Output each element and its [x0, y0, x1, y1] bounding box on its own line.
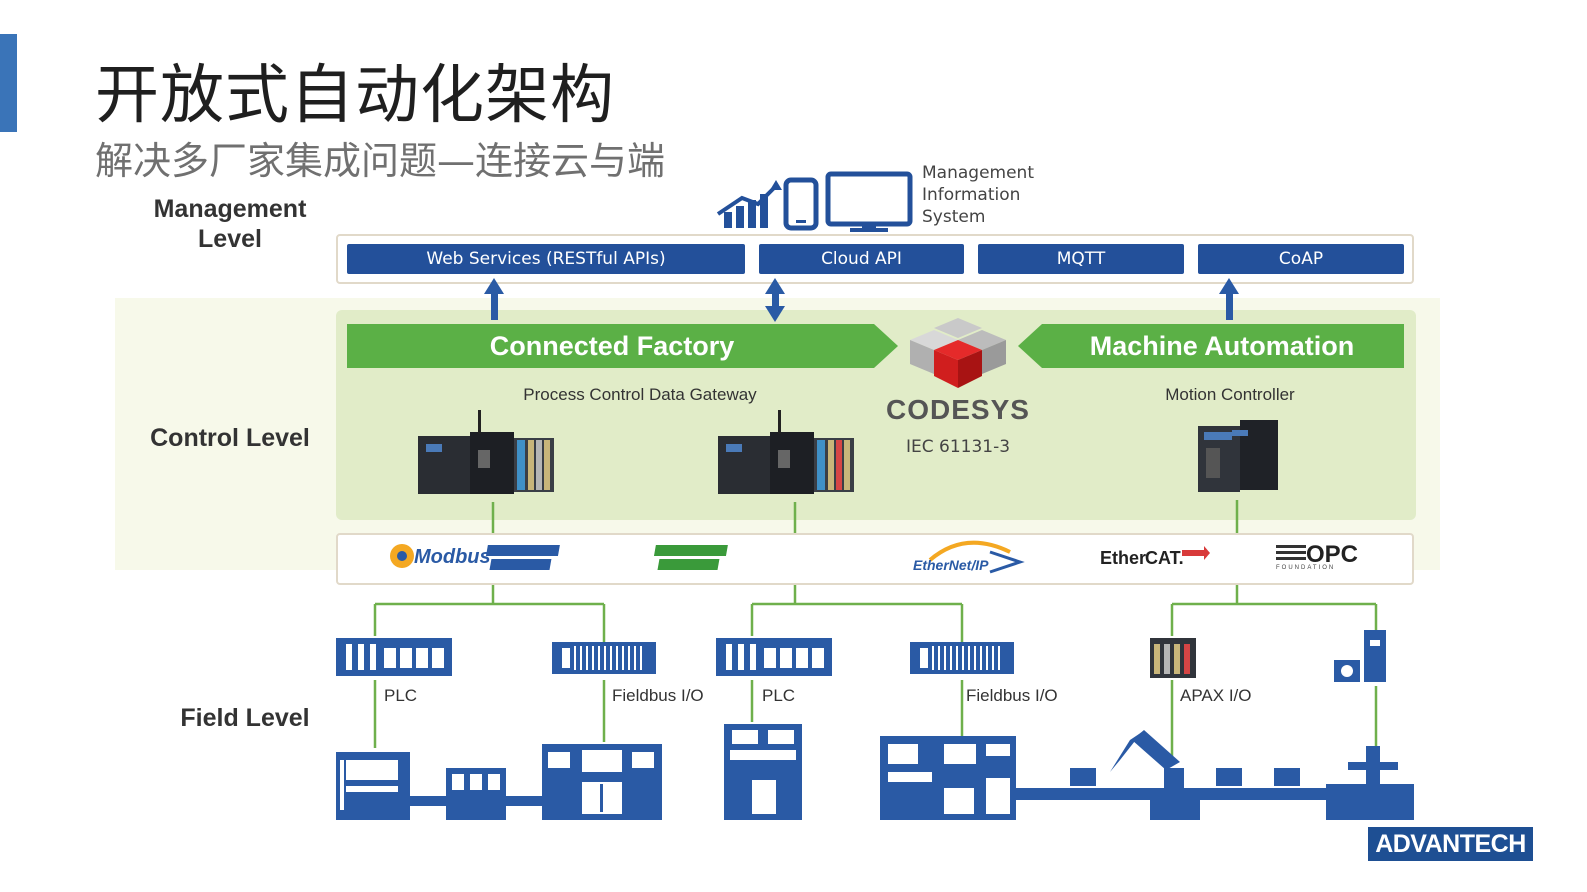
- gateway-caption: Process Control Data Gateway: [523, 385, 757, 404]
- machine-2: [542, 744, 662, 820]
- profinet-logo-bottom: NET: [772, 557, 801, 568]
- drive-module-icon: [1334, 630, 1386, 682]
- plc-icon-1: [336, 638, 452, 676]
- fieldbus-io-icon-1: [552, 642, 656, 674]
- plc-icon-2: [716, 638, 832, 676]
- protocol-coap: CoAP: [1198, 244, 1404, 274]
- protocol-web-services: Web Services (RESTful APIs): [347, 244, 745, 274]
- field-device-fieldbus-io-1: Fieldbus I/O: [612, 686, 704, 705]
- monitor-icon: [825, 171, 913, 232]
- field-device-plc-1: PLC: [384, 686, 418, 705]
- robot-arm-icon: [1110, 730, 1200, 820]
- management-level-label: Management Level: [153, 195, 307, 253]
- fieldbus-io-icon-2: [910, 642, 1014, 674]
- machine-4: [880, 736, 1016, 820]
- opc-foundation-text: FOUNDATION: [1276, 565, 1336, 571]
- slide-title: 开放式自动化架构: [95, 59, 615, 133]
- bar-chart-icon: [716, 180, 782, 228]
- apax-io-device: [1150, 638, 1196, 678]
- machine-automation-label: Machine Automation: [1089, 331, 1355, 361]
- machine-3: [724, 724, 802, 820]
- machine-1: [336, 752, 410, 820]
- conveyor-belt: [1016, 768, 1326, 800]
- modbus-logo: Modbus: [414, 546, 491, 568]
- field-level-label: Field Level: [180, 704, 310, 732]
- ethercat-logo-ether: Ether: [1100, 548, 1147, 568]
- profinet-logo-top: PROFI: [762, 543, 808, 554]
- field-device-plc-2: PLC: [762, 686, 796, 705]
- conveyor-1: [410, 768, 542, 820]
- robot-arm-right-icon: [1326, 746, 1414, 820]
- fieldbus-frame: [336, 533, 1414, 585]
- advantech-logo: ADVANTECH: [1368, 827, 1533, 861]
- title-accent-bar: [0, 34, 17, 132]
- opc-logo: OPC: [1306, 541, 1359, 568]
- field-device-apax-io: APAX I/O: [1180, 686, 1252, 705]
- codesys-name: CODESYS: [886, 394, 1030, 425]
- protocol-mqtt: MQTT: [978, 244, 1184, 274]
- codesys-standard: IEC 61131-3: [905, 437, 1011, 457]
- profibus-logo-top: PROFI: [594, 543, 640, 554]
- ethernetip-logo: EtherNet/IP: [913, 557, 989, 573]
- phone-icon: [783, 177, 819, 231]
- connected-factory-label: Connected Factory: [489, 331, 735, 361]
- motion-controller-caption: Motion Controller: [1165, 385, 1295, 404]
- field-device-fieldbus-io-2: Fieldbus I/O: [966, 686, 1058, 705]
- protocol-cloud-api: Cloud API: [759, 244, 964, 274]
- mis-label: Management Information System: [922, 163, 1034, 227]
- ethercat-logo-cat: CAT.: [1145, 548, 1184, 568]
- profibus-logo-bottom: BUS: [604, 557, 635, 568]
- slide-subtitle: 解决多厂家集成问题—连接云与端: [95, 139, 666, 183]
- control-level-label: Control Level: [150, 424, 310, 452]
